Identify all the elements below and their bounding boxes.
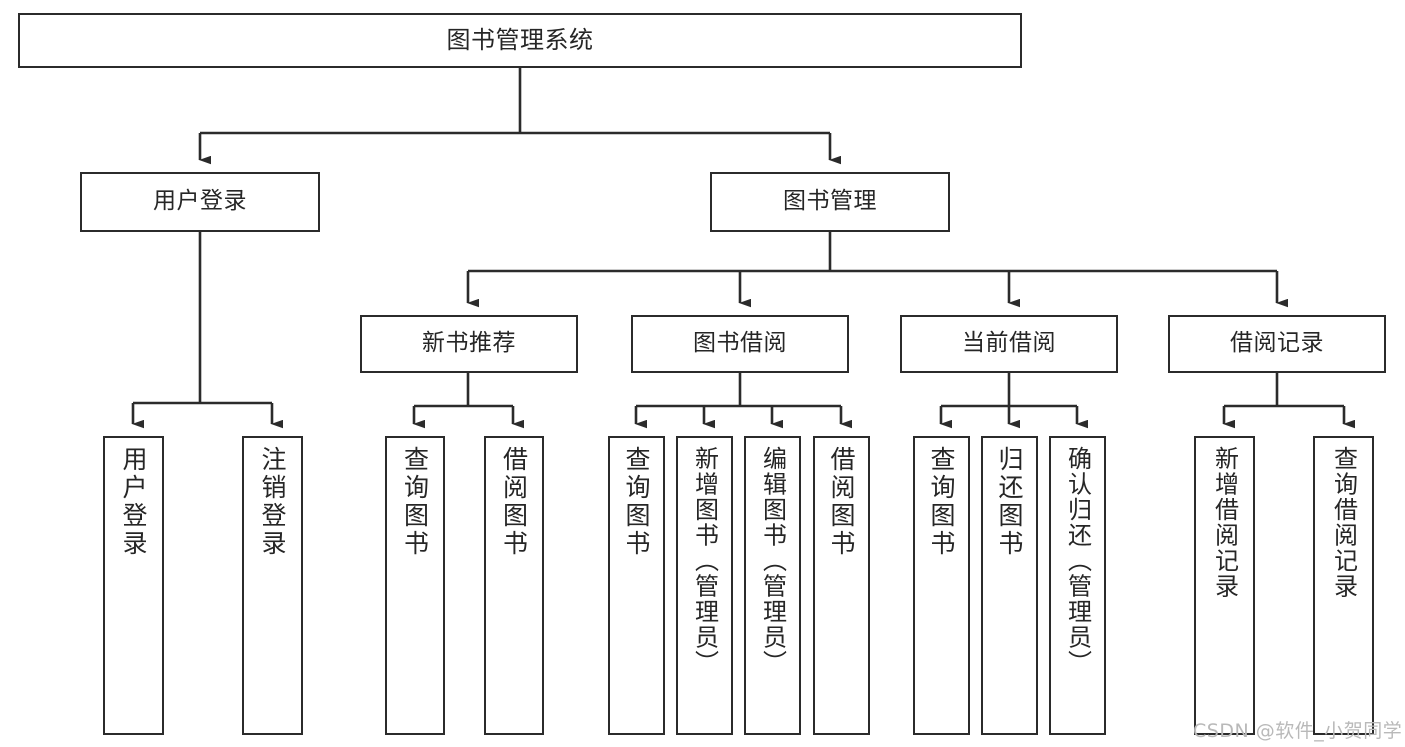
leaf-confirm-return[interactable]: 确认归还（管理员）	[1049, 436, 1106, 735]
leaf-return-book[interactable]: 归还图书	[981, 436, 1038, 735]
node-new-book-recommend[interactable]: 新书推荐	[360, 315, 578, 373]
leaf-logout-login[interactable]: 注销登录	[242, 436, 303, 735]
node-borrow-record[interactable]: 借阅记录	[1168, 315, 1386, 373]
leaf-borrow-book-recommend[interactable]: 借阅图书	[484, 436, 544, 735]
node-book-borrow[interactable]: 图书借阅	[631, 315, 849, 373]
leaf-borrow-book-borrow[interactable]: 借阅图书	[813, 436, 870, 735]
node-current-borrow[interactable]: 当前借阅	[900, 315, 1118, 373]
node-label: 查询图书	[400, 446, 430, 558]
leaf-query-book-borrow[interactable]: 查询图书	[608, 436, 665, 735]
node-label: 用户登录	[119, 446, 148, 558]
node-book-management[interactable]: 图书管理	[710, 172, 950, 232]
node-label: 图书管理	[783, 188, 877, 215]
leaf-user-login[interactable]: 用户登录	[103, 436, 164, 735]
node-label: 归还图书	[995, 446, 1024, 558]
node-label: 注销登录	[258, 446, 287, 558]
node-label: 查询图书	[622, 446, 651, 558]
node-user-login[interactable]: 用户登录	[80, 172, 320, 232]
node-label: 新增图书（管理员）	[690, 446, 719, 676]
node-label: 确认归还（管理员）	[1063, 446, 1092, 676]
node-label: 图书借阅	[693, 330, 787, 357]
node-label: 借阅图书	[499, 446, 529, 558]
node-label: 借阅记录	[1230, 330, 1324, 357]
node-label: 当前借阅	[962, 330, 1056, 357]
leaf-query-book-recommend[interactable]: 查询图书	[385, 436, 445, 735]
node-label: 借阅图书	[827, 446, 856, 558]
csdn-watermark: CSDN @软件_小贺同学	[1193, 720, 1403, 742]
node-label: 新书推荐	[422, 330, 516, 357]
node-label: 查询图书	[927, 446, 956, 558]
leaf-add-borrow-record[interactable]: 新增借阅记录	[1194, 436, 1255, 735]
leaf-query-borrow-record[interactable]: 查询借阅记录	[1313, 436, 1374, 735]
leaf-add-book[interactable]: 新增图书（管理员）	[676, 436, 733, 735]
leaf-edit-book[interactable]: 编辑图书（管理员）	[744, 436, 801, 735]
leaf-query-book-current[interactable]: 查询图书	[913, 436, 970, 735]
node-label: 图书管理系统	[446, 26, 594, 55]
node-label: 用户登录	[153, 188, 247, 215]
node-root-system[interactable]: 图书管理系统	[18, 13, 1022, 68]
node-label: 查询借阅记录	[1329, 446, 1358, 599]
node-label: 新增借阅记录	[1210, 446, 1239, 599]
node-label: 编辑图书（管理员）	[758, 446, 787, 676]
